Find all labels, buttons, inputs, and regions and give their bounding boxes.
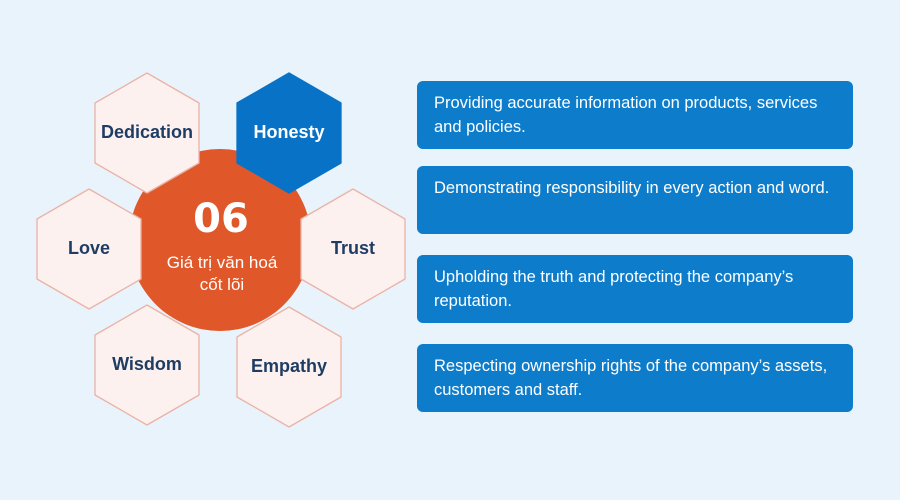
hexagon-wisdom: Wisdom xyxy=(94,304,200,426)
hexagon-label: Wisdom xyxy=(112,354,182,374)
center-subtitle-line1: Giá trị văn hoá xyxy=(167,253,278,272)
hexagon-shape xyxy=(94,72,200,194)
hexagon-shape xyxy=(36,188,142,310)
value-card-1: Providing accurate information on produc… xyxy=(417,81,853,149)
center-number: 06 xyxy=(193,196,249,242)
hexagon-label: Trust xyxy=(331,238,375,258)
value-card-text: Respecting ownership rights of the compa… xyxy=(434,357,828,399)
hexagon-shape xyxy=(300,188,406,310)
value-card-text: Upholding the truth and protecting the c… xyxy=(434,268,794,310)
hexagon-label: Love xyxy=(68,238,110,258)
hexagon-honesty: Honesty xyxy=(236,72,342,194)
hexagon-dedication: Dedication xyxy=(94,72,200,194)
value-card-text: Providing accurate information on produc… xyxy=(434,94,818,136)
hexagon-label: Honesty xyxy=(253,122,324,142)
hexagon-trust: Trust xyxy=(300,188,406,310)
value-card-3: Upholding the truth and protecting the c… xyxy=(417,255,853,323)
value-card-text: Demonstrating responsibility in every ac… xyxy=(434,179,830,197)
center-circle xyxy=(129,149,311,331)
hexagon-shape xyxy=(236,72,342,194)
value-card-2: Demonstrating responsibility in every ac… xyxy=(417,166,853,234)
hexagon-shape xyxy=(236,306,342,428)
hexagon-label: Dedication xyxy=(101,122,193,142)
hexagon-shape xyxy=(94,304,200,426)
hexagon-label: Empathy xyxy=(251,356,327,376)
hexagon-empathy: Empathy xyxy=(236,306,342,428)
hexagon-love: Love xyxy=(36,188,142,310)
value-card-4: Respecting ownership rights of the compa… xyxy=(417,344,853,412)
center-subtitle-line2: cốt lõi xyxy=(200,275,244,294)
